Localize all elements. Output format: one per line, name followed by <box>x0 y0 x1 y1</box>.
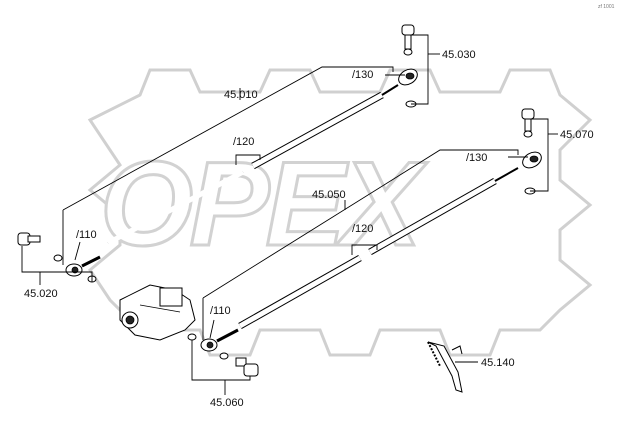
housing-detail-line <box>139 304 181 313</box>
rod-lower-left-tube-fill <box>238 255 362 329</box>
upper-left-ball-joint-socket <box>71 266 79 274</box>
bolt-45070-shank <box>524 118 532 132</box>
clip-teeth <box>427 341 441 367</box>
callout-45050: 45.050 <box>312 189 346 201</box>
callout-110-upper: /110 <box>76 229 97 241</box>
bolt-45060-head <box>243 363 259 377</box>
washer-45060 <box>187 333 197 341</box>
leader-110b <box>209 319 215 339</box>
nut-45060 <box>219 352 229 360</box>
callout-labels: 45.030 /130 45.010 /120 45.070 /130 45.0… <box>24 49 594 409</box>
callout-45070: 45.070 <box>560 129 594 141</box>
washer-45070-top <box>523 130 533 138</box>
washer-45030-top <box>403 48 413 56</box>
leader-45010-frame <box>62 66 394 265</box>
upper-left-thread <box>81 255 101 268</box>
lower-ball-joint-stem <box>494 167 519 182</box>
callout-120-lower: /120 <box>352 223 373 235</box>
leader-45020 <box>21 246 93 282</box>
upper-ball-joint-socket <box>405 72 415 80</box>
bolt-45030-shank <box>404 34 412 50</box>
upper-ball-joint-stem <box>381 84 399 96</box>
bolt-45020-shank <box>27 235 41 243</box>
leader-120b <box>351 244 378 255</box>
callout-45010: 45.010 <box>224 89 258 101</box>
bolt-45060 <box>187 333 259 377</box>
clip-hook <box>451 345 463 355</box>
leader-45060 <box>191 340 251 381</box>
leader-45050-frame <box>202 149 519 340</box>
clip-45140 <box>427 341 463 393</box>
callout-130-upper: /130 <box>352 69 373 81</box>
leader-lines <box>21 34 558 395</box>
callout-45020: 45.020 <box>24 288 58 300</box>
callout-45030: 45.030 <box>442 49 476 61</box>
washer-45020 <box>53 254 63 262</box>
bolt-45070-head <box>521 108 535 120</box>
callout-130-lower: /130 <box>466 152 487 164</box>
bolt-45030-head <box>401 24 415 36</box>
callout-110-lower: /110 <box>210 305 231 317</box>
lower-left-ball-joint-socket <box>206 341 214 349</box>
tie-rod-lower <box>200 151 542 352</box>
rod-upper-right-tube-fill <box>251 92 384 169</box>
corner-mark: zf 1001 <box>598 4 615 10</box>
bolt-45030 <box>401 24 417 108</box>
leader-45030-bracket <box>408 34 429 105</box>
rod-upper-left-tube-fill <box>106 169 245 246</box>
lower-left-thread <box>216 328 239 343</box>
housing-top-block <box>159 287 183 307</box>
rod-lower-right-tube-fill <box>368 178 497 255</box>
leader-120a <box>235 154 261 165</box>
leader-110a <box>74 241 81 261</box>
bolt-45070 <box>521 108 536 195</box>
leader-45070-bracket <box>528 118 549 192</box>
tie-rod-upper <box>65 68 418 277</box>
housing-flange-bore <box>125 315 135 325</box>
callout-45140: 45.140 <box>481 357 515 369</box>
clip-body <box>427 341 463 393</box>
bolt-45060-shank <box>235 357 247 367</box>
callout-45060: 45.060 <box>210 397 244 409</box>
steering-gear-housing <box>119 284 196 341</box>
lower-ball-joint-socket <box>529 155 539 163</box>
callout-120-upper: /120 <box>233 136 254 148</box>
